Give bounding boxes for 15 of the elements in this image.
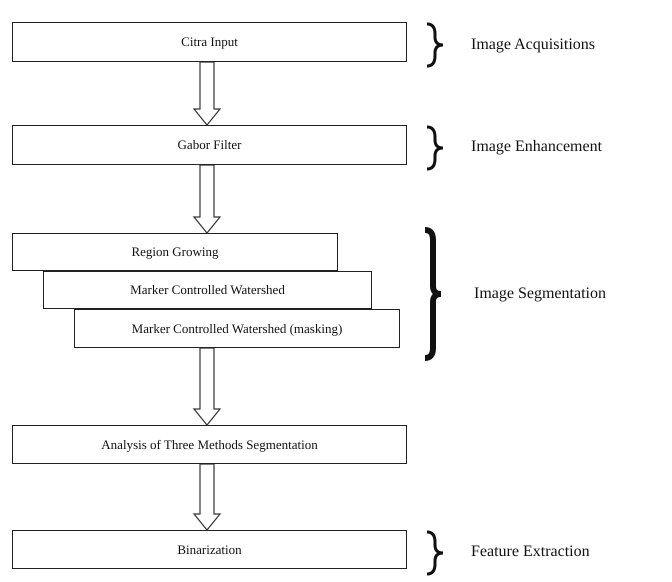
process-box: Marker Controlled Watershed (masking) xyxy=(74,309,400,348)
stage-label: Image Segmentation xyxy=(474,285,606,303)
stage-label: Feature Extraction xyxy=(471,543,590,561)
block-arrow xyxy=(192,164,222,234)
process-box: Analysis of Three Methods Segmentation xyxy=(12,425,407,464)
block-arrow xyxy=(192,347,222,426)
process-box: Gabor Filter xyxy=(12,125,407,165)
process-box: Marker Controlled Watershed xyxy=(43,271,372,309)
block-arrow xyxy=(192,61,222,126)
stage-label: Image Acquisitions xyxy=(471,36,595,54)
block-arrow xyxy=(192,463,222,531)
process-box: Citra Input xyxy=(12,22,407,62)
process-box: Binarization xyxy=(12,530,407,569)
process-box: Region Growing xyxy=(12,233,338,271)
stage-label: Image Enhancement xyxy=(471,138,602,156)
